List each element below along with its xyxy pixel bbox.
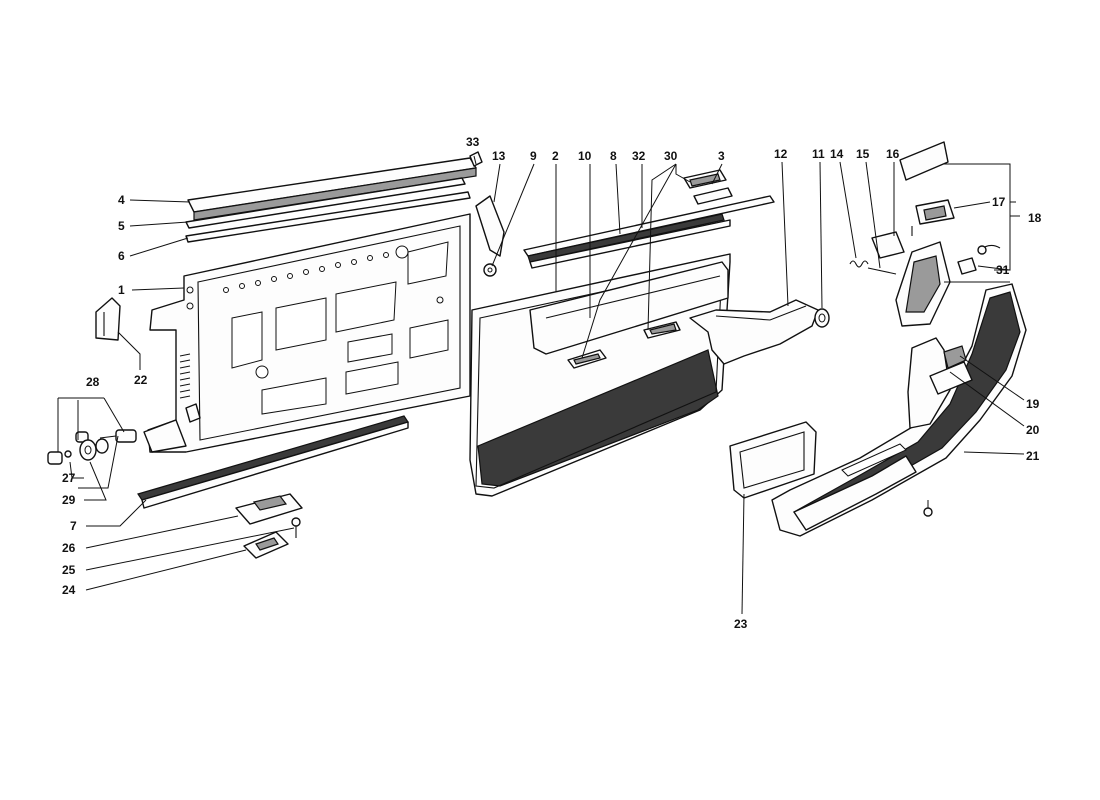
callout-23: 23 (734, 617, 748, 631)
part-27-lock-cylinder (47, 429, 137, 465)
console-bolt (923, 507, 933, 517)
part-12-grab-handle (689, 299, 819, 365)
callout-22: 22 (134, 373, 148, 387)
callout-18: 18 (1028, 211, 1042, 225)
callout-12: 12 (774, 147, 788, 161)
part-31-switch (957, 244, 1001, 275)
callout-4: 4 (118, 193, 125, 207)
part-13-hinge-cover (475, 195, 505, 257)
part-7-lower-seal (137, 415, 409, 509)
callout-30: 30 (664, 149, 678, 163)
callout-7: 7 (70, 519, 77, 533)
callout-16: 16 (886, 147, 900, 161)
callout-32: 32 (632, 149, 646, 163)
callout-27: 27 (62, 471, 76, 485)
part-24-latch (243, 531, 289, 559)
callout-31: 31 (996, 263, 1010, 277)
part-33-clip (469, 151, 483, 167)
part-5-inner-strip (185, 177, 466, 229)
callout-5: 5 (118, 219, 125, 233)
part-18-switch-console (895, 141, 955, 327)
callout-28: 28 (86, 375, 100, 389)
part-14-spring (849, 260, 869, 268)
part-22-bracket (95, 297, 121, 341)
callout-17: 17 (992, 195, 1006, 209)
part-4-window-seal-strip (187, 157, 477, 221)
callout-15: 15 (856, 147, 870, 161)
part-26-base-plate (235, 493, 303, 525)
callout-33: 33 (466, 135, 480, 149)
part-11-knob (814, 308, 830, 328)
part-30-trim-plate (567, 321, 681, 369)
callout-2: 2 (552, 149, 559, 163)
part-9-spring-clip (483, 263, 497, 277)
callout-26: 26 (62, 541, 76, 555)
callout-25: 25 (62, 563, 76, 577)
leader-lines (57, 155, 1025, 615)
part-8-window-channel (523, 195, 775, 269)
callout-6: 6 (118, 249, 125, 263)
callout-3: 3 (718, 149, 725, 163)
part-3-cover-plate (683, 169, 733, 205)
part-25-screw (291, 517, 301, 538)
callout-24: 24 (62, 583, 76, 597)
part-19-console-trim (907, 337, 967, 429)
callout-14: 14 (830, 147, 844, 161)
callout-9: 9 (530, 149, 537, 163)
callout-13: 13 (492, 149, 506, 163)
part-20-console-panel (929, 361, 973, 395)
part-23-storage-tray (729, 421, 817, 499)
callout-19: 19 (1026, 397, 1040, 411)
part-15-pin (867, 267, 897, 275)
part-6-lower-strip (185, 191, 471, 243)
part-10-armrest (529, 261, 729, 355)
callout-21: 21 (1026, 449, 1040, 463)
part-29-washer (79, 438, 109, 461)
part-28-pin (75, 431, 89, 443)
part-1-door-frame (143, 213, 471, 453)
part-21-center-console (771, 283, 1027, 537)
callout-labels: 1 2 3 4 5 6 7 8 9 10 11 12 13 14 15 16 1… (62, 135, 1042, 631)
callout-29: 29 (62, 493, 76, 507)
callout-20: 20 (1026, 423, 1040, 437)
callout-10: 10 (578, 149, 592, 163)
callout-8: 8 (610, 149, 617, 163)
callout-11: 11 (812, 147, 825, 161)
callout-1: 1 (118, 283, 125, 297)
